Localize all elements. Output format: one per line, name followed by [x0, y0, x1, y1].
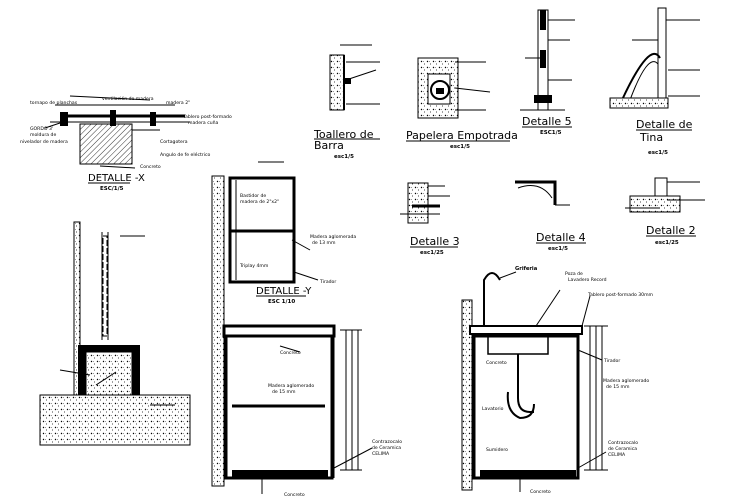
cab-note-contra-1: Contrazocalo [372, 439, 402, 445]
lower-cabinet: Concreto Madera aglomerado de 15 mm Cont… [222, 324, 402, 498]
detalle-x: tornapo de planchas ventilación de mader… [20, 95, 232, 192]
detalle-4-scale: esc1/5 [548, 246, 568, 252]
y-note-triplay: Triplay 4mm [239, 263, 269, 269]
sink-note-contra-3: CELIMA [608, 452, 626, 458]
x-note-nivelador: nivelador de madera [20, 139, 68, 145]
toallero-title-2: Barra [314, 139, 344, 152]
x-note-moldura: moldura de [30, 132, 56, 138]
detalle-4-title: Detalle 4 [536, 231, 586, 244]
toallero-title-1: Toallero de [313, 128, 374, 141]
papelera-detail: Papelera Empotrada esc1/5 [406, 57, 518, 150]
papelera-scale: esc1/5 [450, 144, 470, 150]
sink-note-madera-2: de 15 mm [606, 384, 630, 390]
toallero-scale: esc1/5 [334, 154, 354, 160]
y-note-bastidor-2: madera de 2"x2" [240, 199, 279, 205]
detalle-5-scale: ESC1/5 [540, 130, 562, 136]
tina-scale: esc1/5 [648, 150, 668, 156]
detalle-5: Detalle 5 ESC1/5 [520, 9, 575, 136]
detalle-y: Bastidor de madera de 2"x2" Madera aglom… [211, 161, 356, 487]
sink-cabinet: Griferia Poza de Lavadero Record Tablero… [461, 266, 654, 495]
cab-note-contra-3: CELIMA [372, 451, 390, 457]
detalle-4: Detalle 4 esc1/5 [515, 180, 586, 252]
left-elevation [39, 221, 191, 446]
sink-note-sumidero: Sumidero [486, 447, 508, 453]
x-note-madera: madera 2" [166, 100, 190, 106]
detalle-2: Detalle 2 esc1/25 [625, 177, 705, 246]
detalle-5-title: Detalle 5 [522, 115, 572, 128]
sink-note-contra-2: de Ceramica [608, 446, 637, 452]
toallero-detail: Toallero de Barra esc1/5 [313, 44, 380, 160]
tina-title-1: Detalle de [636, 118, 693, 131]
y-note-tirador: Tirador [319, 279, 336, 285]
detalle-3-scale: esc1/25 [420, 250, 444, 256]
x-note-tablero2: madera cuña [188, 120, 219, 126]
x-note-gordo: GORDO 3' [30, 126, 53, 132]
detalle-x-scale: ESC/1/5 [100, 186, 124, 192]
sink-note-tirador: Tirador [603, 358, 620, 364]
detalle-2-scale: esc1/25 [655, 240, 679, 246]
sink-note-concreto: Concreto [486, 360, 507, 366]
x-note-ventilacion: ventilación de madera [102, 95, 154, 102]
sink-note-contra-1: Contrazocalo [608, 440, 638, 446]
sink-note-concreto-2: Concreto [530, 489, 551, 495]
x-note-cortagotera: Cortagotera [160, 139, 188, 145]
sink-note-griferia: Griferia [515, 266, 538, 272]
sink-note-poza-2: Lavadero Record [568, 277, 607, 283]
cab-note-concreto: Concreto [280, 350, 301, 356]
cab-note-concreto-2: Concreto [284, 492, 305, 498]
detalle-x-title: DETALLE -X [88, 173, 145, 184]
cab-note-madera-2: de 15 mm [272, 389, 296, 395]
sink-note-lavatorio: Lavatorio [482, 406, 504, 412]
detalle-tina: Detalle de Tina esc1/5 [609, 7, 700, 156]
sink-note-madera-1: Madera aglomerado [603, 378, 649, 384]
y-note-bastidor-1: Bastidor de [240, 193, 266, 199]
cab-note-contra-2: de Ceramica [372, 445, 401, 451]
sink-note-poza-1: Poza de [565, 271, 583, 277]
cab-note-madera-1: Madera aglomerado [268, 383, 314, 389]
papelera-title: Papelera Empotrada [406, 129, 518, 142]
tina-title-2: Tina [639, 131, 663, 144]
sink-note-tablero: Tablero post-formado 30mm [587, 292, 654, 298]
x-note-angulo: Angulo de fe eléctrico [160, 151, 210, 158]
detalle-y-title: DETALLE -Y [256, 286, 312, 297]
detalle-3-title: Detalle 3 [410, 235, 460, 248]
detalle-3: Detalle 3 esc1/25 [400, 182, 460, 256]
y-note-madera-2: de 13 mm [312, 240, 336, 246]
x-note-tablero: Tablero post-formado [182, 114, 232, 120]
detalle-2-title: Detalle 2 [646, 224, 696, 237]
y-note-madera-1: Madera aglomerada [310, 234, 356, 240]
x-note-concreto: Concreto [140, 164, 161, 170]
detalle-y-scale: ESC 1/10 [268, 299, 295, 305]
x-note-tornapuntas: tornapo de planchas [30, 100, 78, 106]
